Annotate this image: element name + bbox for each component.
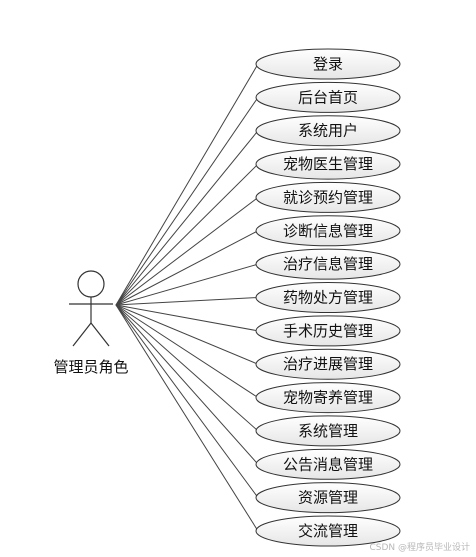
use-case-label: 药物处方管理 [283,289,373,307]
use-case-ellipse [255,482,401,514]
use-case-label: 公告消息管理 [283,455,373,473]
association-line [115,304,259,398]
use-case-6: 诊断信息管理 [255,215,401,247]
use-case-ellipse [255,315,401,347]
use-case-ellipse [255,282,401,313]
association-line [115,304,259,498]
use-case-ellipse [255,415,401,447]
use-cases: 登录后台首页系统用户宠物医生管理就诊预约管理诊断信息管理治疗信息管理药物处方管理… [255,48,401,547]
use-case-ellipse [255,181,401,213]
use-case-label: 手术历史管理 [283,322,373,340]
association-line [115,63,259,306]
association-line [115,304,259,365]
use-case-label: 治疗进展管理 [283,355,373,373]
use-case-ellipse [255,515,401,547]
use-case-label: 就诊预约管理 [283,188,373,206]
association-line [115,197,259,306]
use-case-ellipse [255,248,401,280]
use-case-label: 后台首页 [298,88,358,106]
association-line [115,304,259,465]
use-case-15: 交流管理 [255,515,401,547]
use-case-12: 系统管理 [255,415,401,447]
association-line [115,230,259,306]
use-case-11: 宠物寄养管理 [255,382,401,414]
use-case-1: 登录 [255,48,401,80]
use-case-ellipse [255,448,401,480]
actor-head [77,270,105,298]
use-case-ellipse [255,115,401,147]
association-line [115,304,259,432]
association-line [115,97,259,306]
use-case-7: 治疗信息管理 [255,248,401,280]
use-case-4: 宠物医生管理 [255,148,401,180]
use-case-9: 手术历史管理 [255,315,401,347]
use-case-label: 系统用户 [298,122,358,140]
association-line [115,130,259,306]
use-case-13: 公告消息管理 [255,448,401,480]
association-line [115,304,259,332]
actor-label: 管理员角色 [53,358,128,376]
association-line [115,297,259,306]
use-case-label: 治疗信息管理 [283,255,373,273]
use-case-ellipse [255,215,401,247]
use-case-5: 就诊预约管理 [255,181,401,213]
use-case-8: 药物处方管理 [255,282,401,313]
use-case-label: 资源管理 [298,489,358,507]
use-case-label: 系统管理 [298,422,358,440]
use-case-ellipse [255,382,401,414]
use-case-label: 诊断信息管理 [283,222,373,240]
use-case-label: 登录 [313,55,343,73]
actor-figure: 管理员角色 [53,270,129,376]
actor-right-leg [90,322,110,347]
watermark: CSDN @程序员毕业设计 [369,541,470,553]
association-line [115,304,259,532]
association-lines [115,63,259,532]
use-case-ellipse [255,348,401,380]
actor-left-leg [72,322,92,347]
use-case-ellipse [255,148,401,180]
use-case-14: 资源管理 [255,482,401,514]
use-case-2: 后台首页 [255,81,401,113]
use-case-ellipse [255,48,401,80]
use-case-ellipse [255,81,401,113]
use-case-label: 交流管理 [298,522,358,540]
association-line [115,163,259,306]
association-line [115,263,259,306]
use-case-label: 宠物寄养管理 [283,389,373,407]
use-case-10: 治疗进展管理 [255,348,401,380]
use-case-label: 宠物医生管理 [283,155,373,173]
use-case-3: 系统用户 [255,115,401,147]
